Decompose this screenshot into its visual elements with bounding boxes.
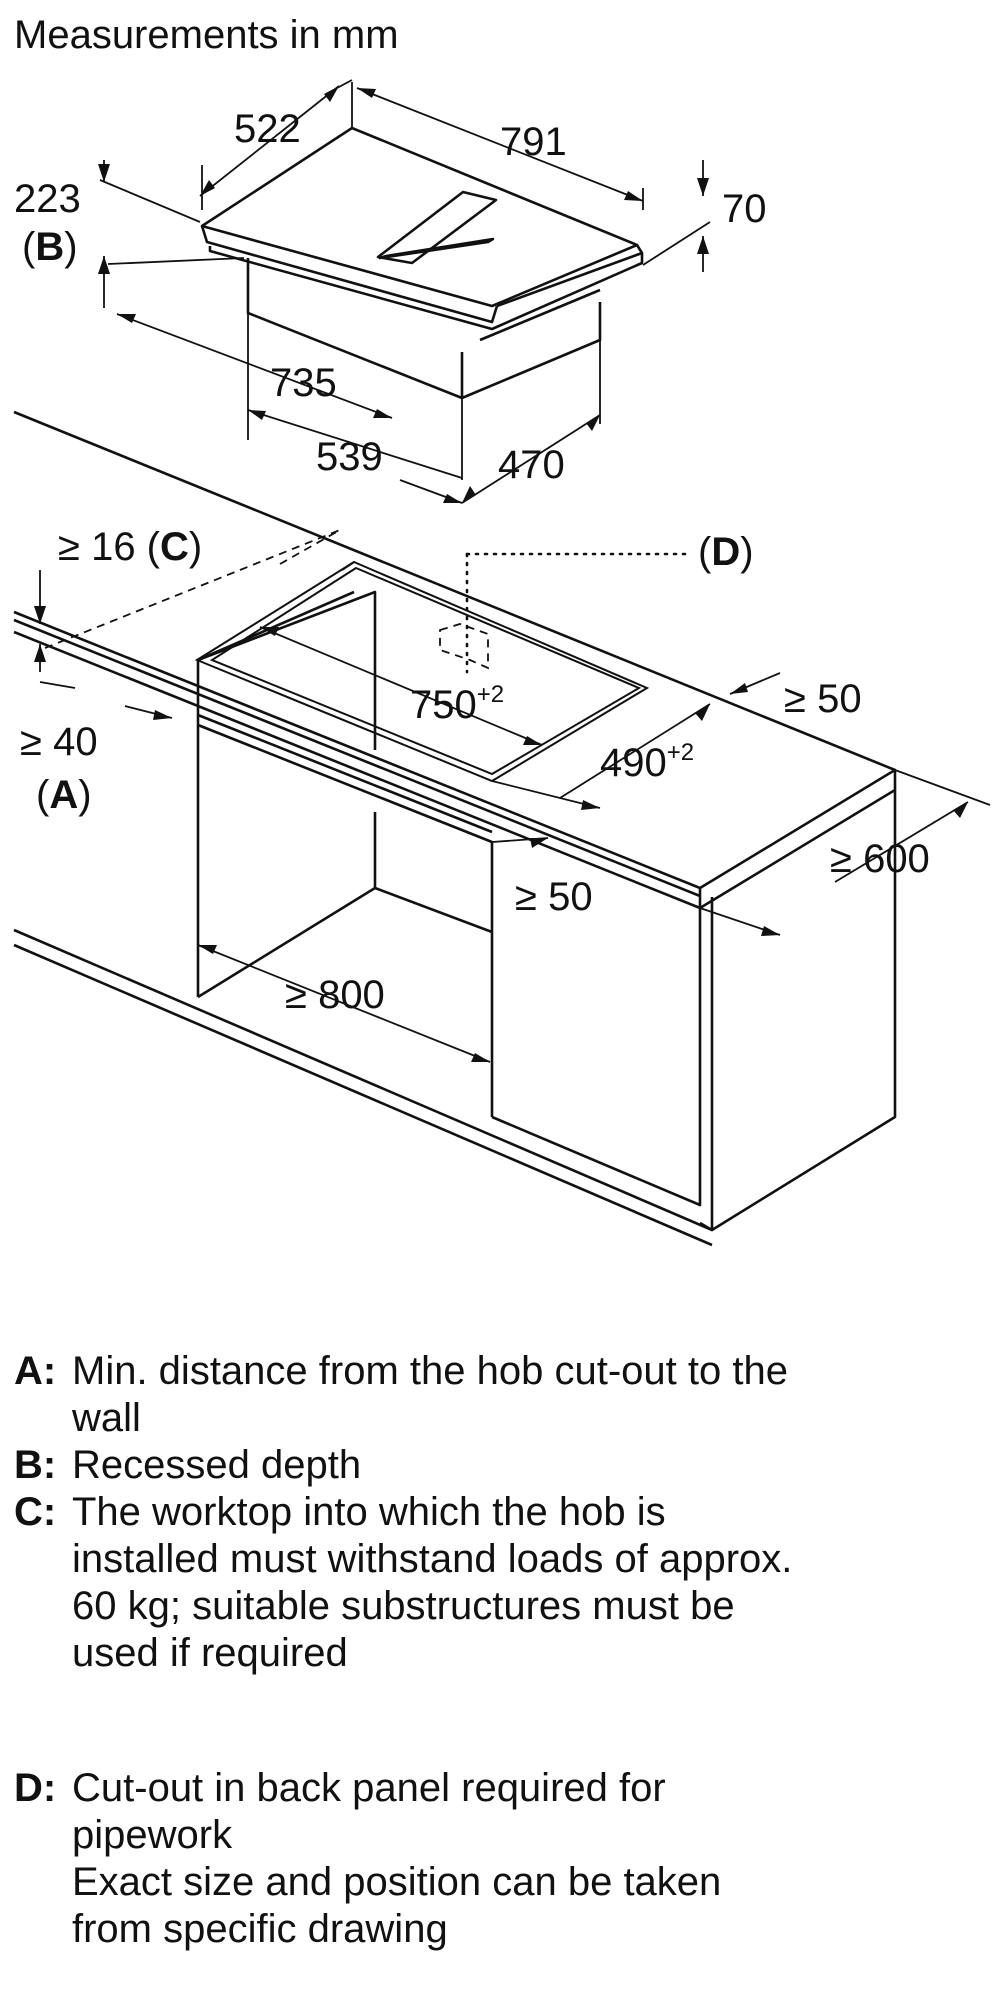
legend-line: The worktop into which the hob is bbox=[72, 1490, 666, 1534]
marker-b: (B) bbox=[22, 225, 78, 269]
dim-front-edge: ≥ 50 bbox=[784, 677, 862, 721]
legend-line: pipework bbox=[72, 1813, 233, 1857]
legend-item-b: B: Recessed depth bbox=[14, 1442, 984, 1489]
dim-body-width: 735 bbox=[270, 361, 337, 405]
marker-a-letter: A bbox=[49, 773, 78, 817]
dim-recessed-depth: 223 bbox=[14, 177, 81, 221]
legend-line: Min. distance from the hob cut-out to th… bbox=[72, 1349, 788, 1393]
dim-cutout-width: 750+2 bbox=[410, 681, 504, 727]
legend-line: Exact size and position can be taken bbox=[72, 1860, 722, 1904]
legend-text: Min. distance from the hob cut-out to th… bbox=[72, 1348, 952, 1442]
legend-line: Cut-out in back panel required for bbox=[72, 1766, 666, 1810]
legend-key: B: bbox=[14, 1443, 57, 1487]
legend-line: installed must withstand loads of approx… bbox=[72, 1537, 793, 1581]
legend-item-c: C: The worktop into which the hob is ins… bbox=[14, 1489, 984, 1677]
hob-illustration bbox=[200, 126, 644, 400]
legend-line: from specific drawing bbox=[72, 1907, 448, 1951]
hob-dimension-lines bbox=[98, 79, 711, 504]
drawing-title: Measurements in mm bbox=[14, 13, 399, 57]
dim-wall-distance: ≥ 40 bbox=[20, 720, 98, 764]
legend-text: The worktop into which the hob is instal… bbox=[72, 1489, 952, 1677]
legend: A: Min. distance from the hob cut-out to… bbox=[14, 1348, 984, 1953]
dim-hob-height: 70 bbox=[722, 187, 767, 231]
legend-line: Recessed depth bbox=[72, 1443, 362, 1487]
legend-line: wall bbox=[72, 1396, 141, 1440]
legend-key: C: bbox=[14, 1490, 57, 1534]
cutout-dashed-lines bbox=[44, 529, 694, 674]
legend-line: 60 kg; suitable substructures must be bbox=[72, 1584, 735, 1628]
marker-b-letter: B bbox=[35, 225, 64, 269]
installation-drawing: Measurements in mm bbox=[13, 13, 991, 1247]
legend-line: used if required bbox=[72, 1631, 348, 1675]
dim-cutout-depth: 490+2 bbox=[600, 739, 694, 785]
dim-cutout-depth-tolerance: +2 bbox=[667, 739, 694, 766]
dim-side-edge: ≥ 50 bbox=[515, 875, 593, 919]
dim-cabinet-width: ≥ 800 bbox=[285, 973, 385, 1017]
legend-item-a: A: Min. distance from the hob cut-out to… bbox=[14, 1348, 984, 1442]
legend-key: A: bbox=[14, 1349, 57, 1393]
dim-body-depth: 470 bbox=[498, 443, 565, 487]
worktop-dimension-lines bbox=[34, 570, 991, 1063]
marker-d-letter: D bbox=[711, 530, 740, 574]
dim-body-front: 539 bbox=[316, 435, 383, 479]
legend-key: D: bbox=[14, 1766, 57, 1810]
dim-cutout-width-value: 750 bbox=[410, 683, 477, 727]
legend-text: Cut-out in back panel required for pipew… bbox=[72, 1765, 952, 1953]
dim-worktop-thickness: ≥ 16 (C) bbox=[58, 525, 202, 569]
marker-d: (D) bbox=[698, 530, 754, 574]
marker-a: (A) bbox=[36, 773, 92, 817]
marker-c-letter: C bbox=[160, 525, 189, 569]
legend-item-d: D: Cut-out in back panel required for pi… bbox=[14, 1765, 984, 1953]
dim-cutout-depth-value: 490 bbox=[600, 741, 667, 785]
dim-cutout-width-tolerance: +2 bbox=[477, 681, 504, 708]
dim-worktop-thickness-value: ≥ 16 bbox=[58, 525, 136, 569]
dim-worktop-depth: ≥ 600 bbox=[830, 837, 930, 881]
dim-hob-depth: 522 bbox=[234, 107, 301, 151]
dim-hob-width: 791 bbox=[500, 120, 567, 164]
worktop-illustration bbox=[13, 410, 897, 1247]
legend-text: Recessed depth bbox=[72, 1442, 952, 1489]
